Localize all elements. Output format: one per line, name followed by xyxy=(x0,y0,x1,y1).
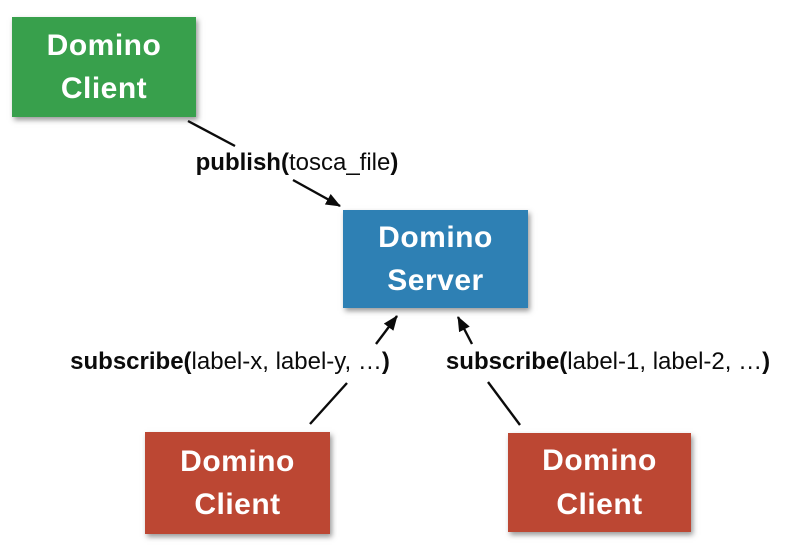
node-label-line: Domino xyxy=(542,444,657,477)
node-domino-server: Domino Server xyxy=(343,210,528,308)
edge-label-args: label-1, label-2, … xyxy=(567,348,763,375)
edge-label-args: tosca_file xyxy=(288,149,391,176)
node-domino-client-publisher: Domino Client xyxy=(12,17,196,117)
node-label-line: Server xyxy=(387,264,484,297)
edge-label-function-name: subscribe( xyxy=(70,348,192,375)
node-domino-client-subscriber-left: Domino Client xyxy=(145,432,330,534)
edge-label-subscribe-left: subscribe(label-x, label-y, …) xyxy=(70,348,390,376)
subscribe-right-client-segment xyxy=(487,381,521,426)
edge-label-close-paren: ) xyxy=(390,149,399,176)
edge-label-subscribe-right: subscribe(label-1, label-2, …) xyxy=(446,348,770,376)
node-label-line: Client xyxy=(194,488,281,521)
edge-label-close-paren: ) xyxy=(762,348,771,375)
node-label-line: Client xyxy=(556,487,643,521)
edge-label-publish: publish(tosca_file) xyxy=(196,149,399,177)
edge-label-function-name: subscribe( xyxy=(445,348,568,375)
node-label-line: Domino xyxy=(180,444,295,478)
publish-arrow-lower-segment xyxy=(292,178,341,208)
subscribe-right-arrow-segment xyxy=(456,316,474,345)
publish-arrow-upper-segment xyxy=(187,119,236,148)
node-label-line: Domino xyxy=(46,28,162,62)
edge-label-args: label-x, label-y, … xyxy=(191,348,382,375)
node-domino-client-subscriber-right: Domino Client xyxy=(508,433,691,532)
node-label-line: Client xyxy=(60,72,148,105)
subscribe-left-arrow-segment xyxy=(375,315,398,345)
edge-label-close-paren: ) xyxy=(381,348,390,375)
subscribe-left-client-segment xyxy=(309,382,348,425)
node-label-line: Domino xyxy=(378,220,493,254)
edge-label-function-name: publish( xyxy=(195,149,289,176)
